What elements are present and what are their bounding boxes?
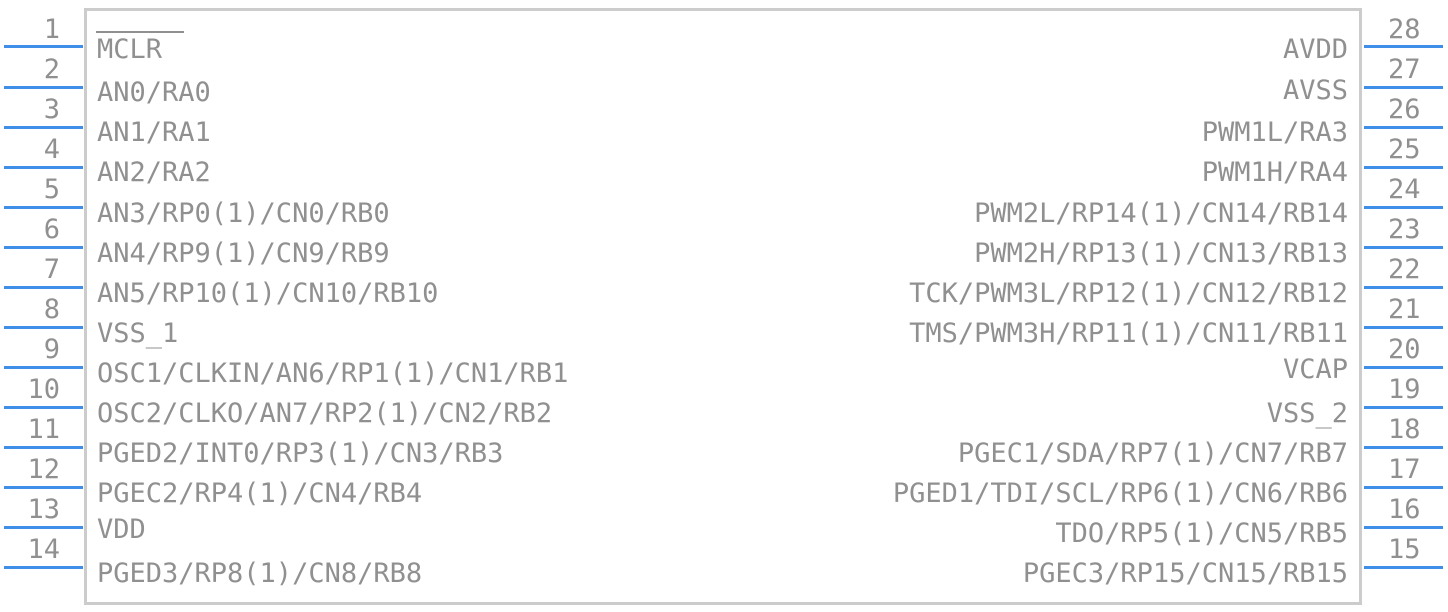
pin-number: 27: [1388, 54, 1421, 85]
pin-line: [4, 246, 83, 249]
pin-label: AN4/RP9(1)/CN9/RB9: [97, 238, 390, 269]
pin-line: [4, 126, 83, 129]
pin-line: [1364, 166, 1443, 169]
pin-number: 1: [43, 14, 60, 45]
pin-number: 25: [1388, 134, 1421, 165]
pin-line: [4, 486, 83, 489]
pin-line: [1364, 526, 1443, 529]
pin-label: VCAP: [1282, 354, 1348, 385]
pin-number: 21: [1388, 294, 1421, 325]
pin-label: AVSS: [1282, 75, 1348, 106]
ic-body-outline: [84, 8, 1362, 605]
pin-line: [4, 206, 83, 209]
pin-number: 15: [1388, 534, 1421, 565]
pin-number: 13: [27, 494, 60, 525]
pin-number: 12: [27, 454, 60, 485]
pin-number: 6: [43, 214, 60, 245]
pin-line: [4, 86, 83, 89]
pin-number: 14: [27, 534, 60, 565]
pin-number: 18: [1388, 414, 1421, 445]
pin-line: [4, 566, 83, 569]
pin-label: PGED2/INT0/RP3(1)/CN3/RB3: [97, 438, 504, 469]
pin-number: 17: [1388, 454, 1421, 485]
pin-number: 4: [43, 134, 60, 165]
pin-label: AN2/RA2: [97, 157, 211, 188]
mclr-overbar: [96, 31, 184, 33]
pin-label: PWM2H/RP13(1)/CN13/RB13: [974, 238, 1348, 269]
pin-line: [1364, 246, 1443, 249]
pin-label: PGED1/TDI/SCL/RP6(1)/CN6/RB6: [892, 478, 1348, 509]
pin-line: [4, 326, 83, 329]
pin-line: [1364, 406, 1443, 409]
pin-line: [1364, 486, 1443, 489]
pin-number: 19: [1388, 374, 1421, 405]
pin-label: PGED3/RP8(1)/CN8/RB8: [97, 558, 423, 589]
pin-number: 28: [1388, 14, 1421, 45]
pin-line: [1364, 566, 1443, 569]
pin-number: 20: [1388, 334, 1421, 365]
pin-label: PGEC1/SDA/RP7(1)/CN7/RB7: [957, 438, 1348, 469]
pin-line: [4, 286, 83, 289]
pin-line: [4, 45, 83, 48]
pin-label: PWM2L/RP14(1)/CN14/RB14: [974, 198, 1348, 229]
pin-line: [1364, 446, 1443, 449]
pin-number: 3: [43, 94, 60, 125]
pin-line: [4, 406, 83, 409]
pin-line: [4, 166, 83, 169]
pin-label: AN3/RP0(1)/CN0/RB0: [97, 198, 390, 229]
pin-number: 5: [43, 174, 60, 205]
pin-number: 26: [1388, 94, 1421, 125]
pin-number: 24: [1388, 174, 1421, 205]
pin-label: AVDD: [1282, 34, 1348, 65]
pin-label: VDD: [97, 514, 146, 545]
pin-label: PWM1L/RA3: [1201, 117, 1348, 148]
pin-line: [4, 526, 83, 529]
pin-line: [1364, 326, 1443, 329]
pin-line: [1364, 45, 1443, 48]
pin-label: AN0/RA0: [97, 77, 211, 108]
pin-number: 7: [43, 254, 60, 285]
pin-number: 16: [1388, 494, 1421, 525]
pin-number: 2: [43, 54, 60, 85]
pin-number: 23: [1388, 214, 1421, 245]
pin-number: 22: [1388, 254, 1421, 285]
pin-number: 8: [43, 294, 60, 325]
pin-line: [1364, 86, 1443, 89]
pin-line: [1364, 126, 1443, 129]
pin-line: [1364, 206, 1443, 209]
pin-label: MCLR: [97, 34, 163, 65]
pin-number: 9: [43, 334, 60, 365]
pin-label: PGEC3/RP15/CN15/RB15: [1022, 558, 1348, 589]
pin-number: 11: [27, 414, 60, 445]
pin-label: AN1/RA1: [97, 117, 211, 148]
pin-line: [1364, 366, 1443, 369]
pin-number: 10: [27, 374, 60, 405]
pin-label: AN5/RP10(1)/CN10/RB10: [97, 278, 439, 309]
pin-label: VSS_1: [97, 318, 179, 349]
pin-label: PWM1H/RA4: [1201, 157, 1348, 188]
pin-label: PGEC2/RP4(1)/CN4/RB4: [97, 478, 423, 509]
pin-line: [4, 366, 83, 369]
pin-line: [1364, 286, 1443, 289]
pin-label: TDO/RP5(1)/CN5/RB5: [1055, 518, 1348, 549]
pin-label: TMS/PWM3H/RP11(1)/CN11/RB11: [909, 318, 1348, 349]
pin-label: VSS_2: [1266, 398, 1348, 429]
pin-line: [4, 446, 83, 449]
pin-label: OSC1/CLKIN/AN6/RP1(1)/CN1/RB1: [97, 358, 569, 389]
pin-label: OSC2/CLKO/AN7/RP2(1)/CN2/RB2: [97, 398, 553, 429]
pin-label: TCK/PWM3L/RP12(1)/CN12/RB12: [909, 278, 1348, 309]
